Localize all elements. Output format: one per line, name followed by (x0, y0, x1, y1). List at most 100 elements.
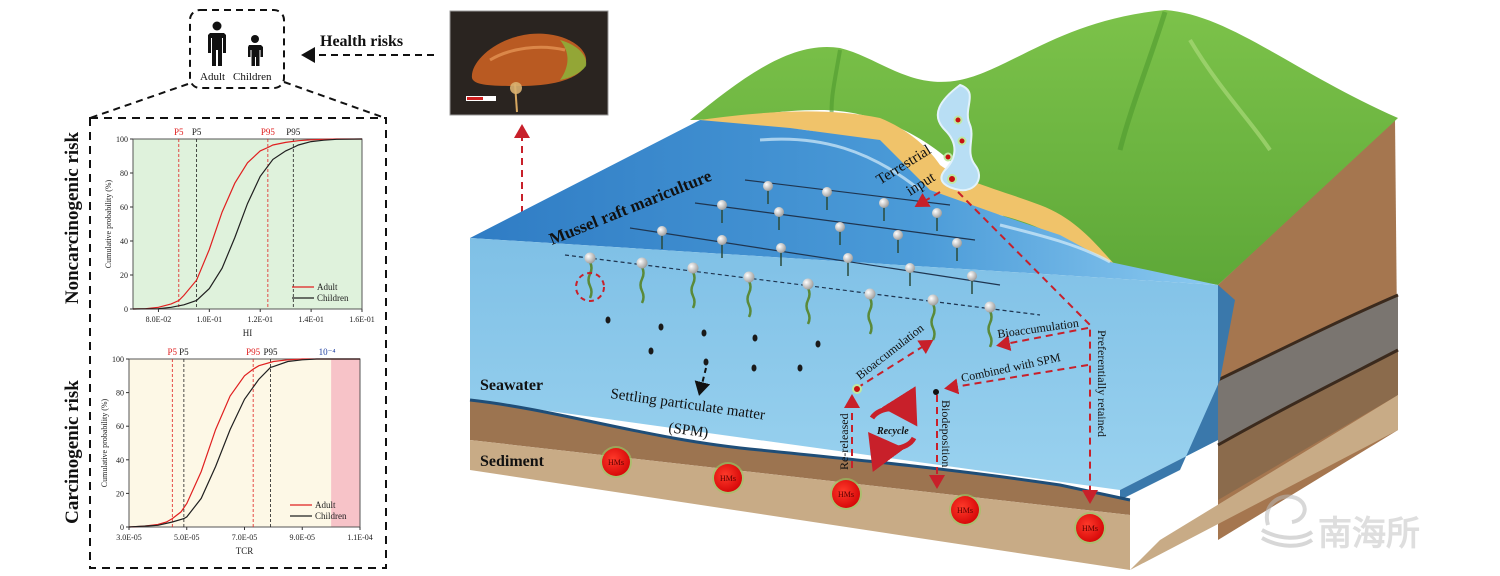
y-tick-label: 80 (120, 169, 128, 178)
recycle-icon: Recycle (868, 386, 918, 472)
sediment-water-interface (469, 398, 1131, 502)
mountains (690, 10, 1398, 285)
re-released-hm-particle (852, 384, 862, 394)
bioaccumulation-right-arrow (996, 327, 1089, 351)
buoy (905, 263, 915, 273)
spm-particle (658, 323, 664, 331)
y-tick-label: 40 (120, 237, 128, 246)
buoy (843, 253, 853, 263)
x-tick-label: 8.0E-02 (146, 315, 172, 324)
buoy (822, 187, 832, 197)
y-tick-label: 60 (116, 422, 124, 431)
x-tick-label: 5.0E-05 (174, 533, 200, 542)
legend-label: Adult (317, 282, 338, 292)
spm-particle (752, 334, 758, 342)
x-tick-label: 1.6E-01 (349, 315, 375, 324)
rock-layer-gray (1218, 295, 1398, 445)
scale-bar-red (467, 97, 483, 100)
buoy (927, 294, 939, 306)
hms-label: HMs (608, 458, 624, 467)
settling-arrow (694, 367, 711, 396)
biodeposition-label: Biodeposition (939, 400, 953, 467)
y-tick-label: 100 (112, 355, 124, 364)
hms-ball (714, 464, 742, 492)
rock-layer-brown (1218, 350, 1398, 500)
seawater-label: Seawater (480, 377, 543, 394)
series-line-children (132, 138, 363, 310)
threshold-shaded-region (331, 359, 360, 527)
x-tick-label: 1.2E-01 (247, 315, 273, 324)
y-tick-label: 40 (116, 456, 124, 465)
seawater-front (470, 238, 1218, 490)
plot-frame (132, 138, 363, 310)
rock-layer-sand (1130, 395, 1398, 570)
buoy (763, 181, 773, 191)
spm-particle (751, 364, 757, 372)
recycle-label: Recycle (876, 426, 909, 437)
hms-label: HMs (1082, 524, 1098, 533)
x-axis-label: TCR (236, 546, 254, 556)
hms-ball (1076, 514, 1104, 542)
buoy (984, 301, 996, 313)
cliff-side (1130, 118, 1399, 570)
buoy (932, 208, 942, 218)
mussel-rope (930, 303, 936, 341)
recycle-arrow-top (869, 386, 918, 427)
preferentially-retained-arrow (957, 191, 1098, 504)
buoy (636, 257, 648, 269)
y-tick-label: 20 (116, 489, 124, 498)
adult-label: Adult (200, 71, 225, 83)
x-tick-label: 9.0E-05 (289, 533, 315, 542)
rock-seam-1 (1217, 293, 1399, 382)
spm-particle (703, 358, 709, 366)
x-tick-label: 1.4E-01 (298, 315, 324, 324)
wave-line-1 (759, 137, 921, 192)
plot-background (129, 359, 360, 527)
plot-background (133, 139, 362, 309)
sediment-label: Sediment (480, 453, 545, 470)
percentile-label: P5 (179, 347, 189, 357)
percentile-label: P95 (286, 127, 301, 137)
hms-ball (832, 480, 860, 508)
mussel-rope (867, 297, 873, 335)
charts-panel-border (89, 117, 387, 569)
health-risks-label: Health risks (320, 33, 403, 50)
child-icon (248, 35, 263, 66)
y-axis-label: Cumulative probability (%) (100, 398, 109, 487)
settling-particles (605, 316, 821, 372)
river-hm-particles (943, 115, 967, 184)
x-tick-label: 1.0E-01 (197, 315, 223, 324)
percentile-label: P5 (168, 347, 178, 357)
preferentially-retained-label: Preferentially retained (1095, 330, 1109, 437)
noncarcinogenic-risk-label: Noncarcinogenic risk (62, 131, 83, 304)
buoy (584, 252, 596, 264)
y-tick-label: 60 (120, 203, 128, 212)
spm-particle (605, 316, 611, 324)
sediment-lower (470, 440, 1130, 570)
population-box: Adult Children (189, 9, 285, 89)
spm-particle (933, 389, 939, 395)
y-tick-label: 0 (124, 305, 128, 314)
spm-particle (701, 329, 707, 337)
watermark: 南海所 (1261, 494, 1420, 553)
percentile-label: P95 (263, 347, 278, 357)
mussel-rope (746, 280, 752, 318)
buoy (717, 235, 727, 245)
mussel-shell-edge (560, 40, 587, 80)
hms-ball (951, 496, 979, 524)
y-tick-label: 0 (120, 523, 124, 532)
percentile-label: P95 (261, 127, 276, 137)
buoy (864, 288, 876, 300)
threshold-label: 10⁻⁴ (319, 347, 336, 357)
mountain-ridge-1 (1117, 11, 1168, 151)
buoy (952, 238, 962, 248)
raft-line (694, 202, 976, 241)
percentile-label: P5 (192, 127, 202, 137)
fan-line-right (283, 81, 386, 119)
highlighted-mussel-circle (575, 272, 605, 302)
buoy (717, 200, 727, 210)
y-tick-label: 80 (116, 389, 124, 398)
